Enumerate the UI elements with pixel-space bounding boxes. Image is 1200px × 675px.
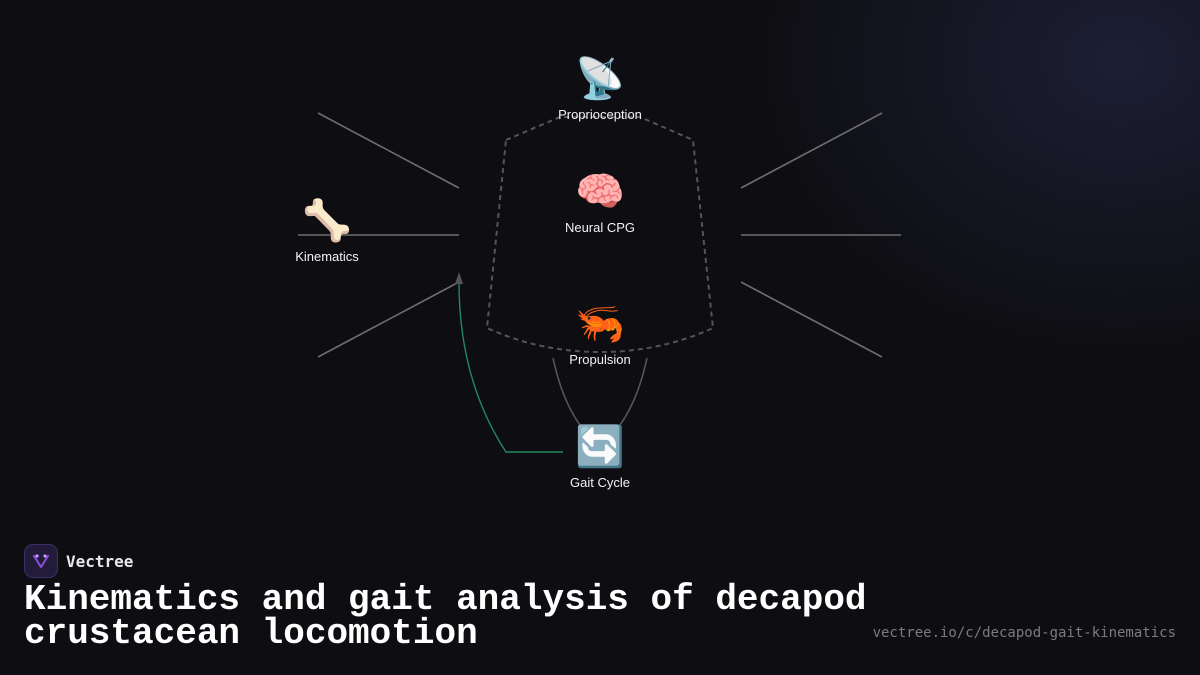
brand[interactable]: Vectree [24, 544, 133, 578]
right-leg-lower [740, 281, 883, 358]
carapace-outline [485, 116, 715, 354]
edge-propulsion-gait-right [619, 357, 648, 426]
edge-arrowhead [455, 272, 463, 284]
node-label: Proprioception [558, 107, 642, 122]
brain-icon: 🧠 [575, 169, 625, 215]
node-propulsion[interactable]: 🦐 Propulsion [520, 300, 680, 367]
page-url[interactable]: vectree.io/c/decapod-gait-kinematics [872, 625, 1176, 641]
satellite-antenna-icon: 📡 [575, 56, 625, 102]
node-label: Gait Cycle [570, 475, 630, 490]
page-title: Kinematics and gait analysis of decapod … [24, 579, 867, 654]
bone-icon: 🦴 [302, 198, 352, 244]
left-leg-upper [317, 112, 460, 189]
vectree-logo-icon [24, 544, 58, 578]
node-kinematics[interactable]: 🦴 Kinematics [247, 197, 407, 264]
node-proprioception[interactable]: 📡 Proprioception [520, 55, 680, 122]
node-gait-cycle[interactable]: 🔄 Gait Cycle [520, 423, 680, 490]
cycle-arrows-icon: 🔄 [575, 424, 625, 470]
node-label: Propulsion [569, 352, 631, 367]
right-leg-upper [740, 112, 883, 189]
node-label: Kinematics [295, 249, 359, 264]
edge-propulsion-gait-left [552, 357, 581, 426]
node-neural-cpg[interactable]: 🧠 Neural CPG [520, 168, 680, 235]
shrimp-icon: 🦐 [575, 301, 625, 347]
edge-gait-kinematics [458, 281, 563, 453]
brand-name: Vectree [66, 551, 134, 571]
left-leg-lower [317, 281, 460, 358]
node-label: Neural CPG [564, 220, 636, 235]
